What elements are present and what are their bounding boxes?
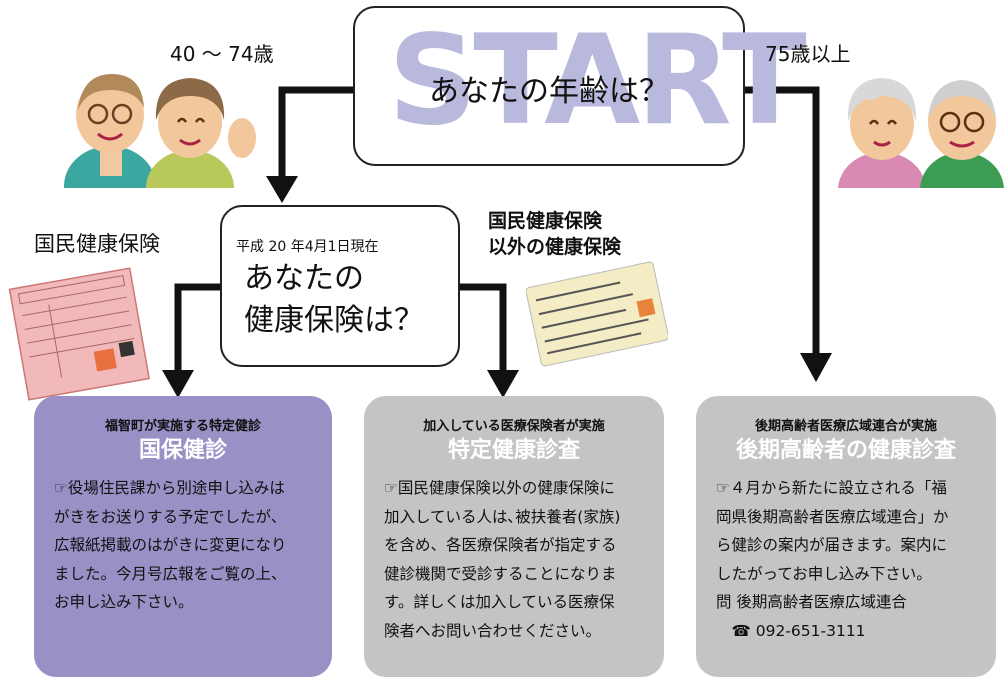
panel-1-line: 広報紙掲載のはがきに変更になり xyxy=(54,536,287,554)
label-other-line-2: 以外の健康保険 xyxy=(488,236,622,258)
panel-2-line: 加入している人は､被扶養者(家族) xyxy=(384,507,621,526)
label-national-health-insurance: 国民健康保険 xyxy=(34,232,160,256)
label-other-line-1: 国民健康保険 xyxy=(488,210,603,232)
connector-other xyxy=(460,283,507,372)
panel-3-contact: 問 後期高齢者医療広域連合 xyxy=(716,593,907,611)
panel-2-line: ☞国民健康保険以外の健康保険に xyxy=(384,479,615,497)
age-range-left: 40 ～ 74歳 xyxy=(170,42,274,66)
panel-national-insurance-checkup: 福智町が実施する特定健診 国保健診 ☞役場住民課から別途申し込みは がきをお送り… xyxy=(34,396,332,677)
label-other-health-insurance: 国民健康保険 以外の健康保険 xyxy=(488,208,621,260)
arrow-to-q2 xyxy=(266,176,298,203)
panel-3-line: ☞４月から新たに設立される「福 xyxy=(716,479,947,497)
panel-2-body: ☞国民健康保険以外の健康保険に 加入している人は､被扶養者(家族) を含め、各医… xyxy=(384,474,644,645)
insurance-question: あなたの 健康保険は？ xyxy=(244,258,458,342)
start-box xyxy=(353,6,745,166)
connector-left xyxy=(278,86,353,178)
panel-2-line: す。詳しくは加入している医療保 xyxy=(384,593,615,611)
panel-3-subtitle: 後期高齢者医療広域連合が実施 xyxy=(754,419,937,434)
panel-2-line: 健診機関で受診することになりま xyxy=(384,564,617,583)
arrow-to-panel-3 xyxy=(800,353,832,382)
panel-1-line: がきをお送りする予定でしたが、 xyxy=(54,507,287,526)
connector-right xyxy=(745,86,820,355)
panel-3-line: したがってお申し込み下さい。 xyxy=(716,564,932,583)
panel-3-title: 後期高齢者の健康診査 xyxy=(735,438,956,463)
panel-1-line: ました。今月号広報をご覧の上、 xyxy=(54,564,287,583)
national-insurance-card-image xyxy=(8,267,151,401)
insurance-question-box xyxy=(220,205,460,367)
panel-3-line: 岡県後期高齢者医療広域連合」か xyxy=(716,507,949,526)
panel-3-body: ☞４月から新たに設立される「福 岡県後期高齢者医療広域連合」か ら健診の案内が届… xyxy=(716,474,976,645)
employee-insurance-card-image xyxy=(526,261,668,367)
panel-2-line: を含め、各医療保険者が指定する xyxy=(384,536,617,554)
elderly-couple-illustration xyxy=(838,78,1004,188)
panel-2-title: 特定健康診査 xyxy=(447,438,580,463)
panel-3-phone: ☎ 092-651-3111 xyxy=(716,621,866,640)
age-question: あなたの年齢は？ xyxy=(429,74,669,109)
panel-1-body: ☞役場住民課から別途申し込みは がきをお送りする予定でしたが、 広報紙掲載のはが… xyxy=(54,474,312,617)
panel-1-line: お申し込み下さい。 xyxy=(54,593,194,611)
panel-elderly-health-checkup: 後期高齢者医療広域連合が実施 後期高齢者の健康診査 ☞４月から新たに設立される「… xyxy=(696,396,996,677)
insurance-question-line-2: 健康保険は？ xyxy=(244,303,424,338)
panel-1-title: 国保健診 xyxy=(138,438,227,463)
panel-1-line: ☞役場住民課から別途申し込みは xyxy=(54,479,285,497)
reference-date: 平成 20 年4月1日現在 xyxy=(236,239,379,255)
panel-2-subtitle: 加入している医療保険者が実施 xyxy=(423,419,605,434)
panel-2-line: 険者へお問い合わせください。 xyxy=(384,621,602,640)
middle-aged-couple-illustration xyxy=(64,74,256,188)
panel-3-line: ら健診の案内が届きます。案内に xyxy=(716,536,947,554)
arrow-to-panel-2 xyxy=(487,370,519,398)
arrow-to-panel-1 xyxy=(162,370,194,398)
panel-1-subtitle: 福智町が実施する特定健診 xyxy=(104,419,261,434)
panel-specific-health-checkup: 加入している医療保険者が実施 特定健康診査 ☞国民健康保険以外の健康保険に 加入… xyxy=(364,396,664,677)
connector-kokuho xyxy=(174,283,220,372)
age-range-right: 75歳以上 xyxy=(765,42,851,66)
insurance-question-line-1: あなたの xyxy=(244,261,364,296)
